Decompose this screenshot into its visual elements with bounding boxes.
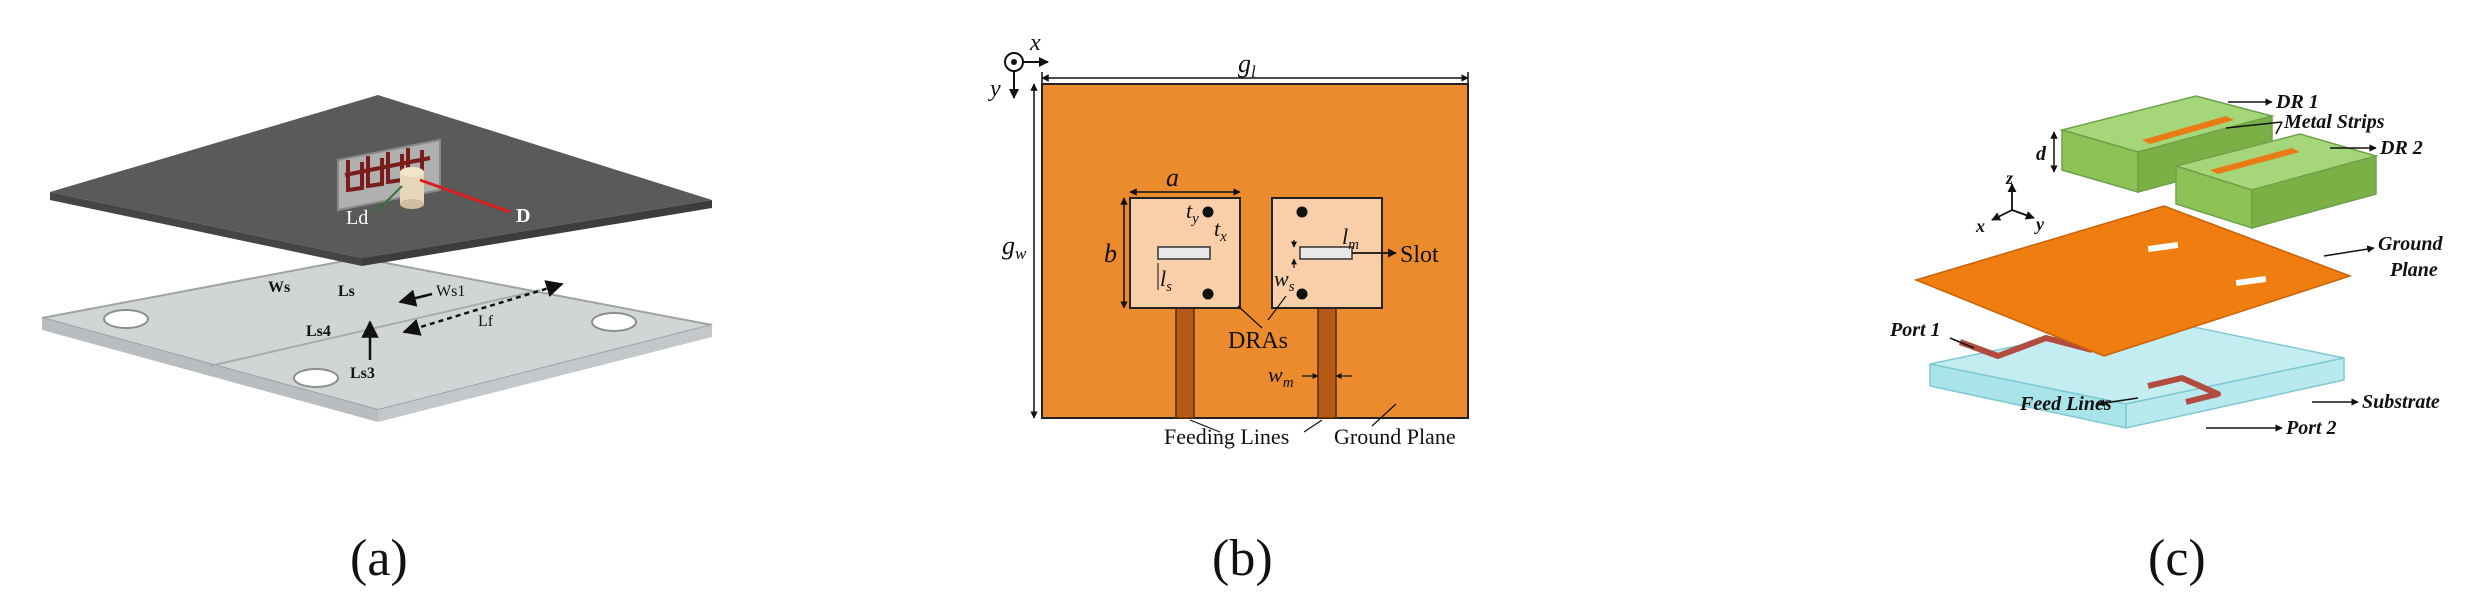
lower-plate: [41, 256, 713, 422]
label-axis-z: z: [2005, 168, 2013, 188]
label-gw: gw: [1002, 231, 1027, 263]
label-ground: Ground: [2378, 233, 2443, 255]
label-d-c: d: [2036, 143, 2047, 165]
label-lf: Lf: [478, 313, 494, 330]
hole-right: [591, 312, 637, 332]
label-dras: DRAs: [1228, 328, 1288, 354]
label-ground-plane: Ground Plane: [1334, 424, 1456, 449]
label-slot: Slot: [1400, 242, 1439, 268]
dr1-block: [2059, 95, 2275, 193]
hole-bottom: [293, 368, 339, 388]
label-metal-strips: Metal Strips: [2283, 111, 2385, 133]
label-feed-lines: Feed Lines: [2019, 393, 2112, 415]
feed-line-2: [2147, 375, 2221, 405]
caption-c: (c): [2148, 530, 2206, 587]
label-ls4: Ls4: [306, 323, 331, 340]
label-port1: Port 1: [1889, 319, 1941, 341]
label-b: b: [1104, 239, 1117, 268]
caption-a: (a): [350, 530, 408, 587]
panel-b: x y gl gw a b ty tx ls lm: [988, 30, 1469, 587]
label-plane: Plane: [2389, 259, 2438, 281]
lf-dimension: [402, 280, 564, 336]
label-a: a: [1166, 163, 1179, 192]
label-substrate: Substrate: [2362, 391, 2440, 413]
label-axis-x-c: x: [1975, 216, 1985, 236]
label-ls3: Ls3: [350, 365, 375, 382]
ground-slot-2: [2235, 275, 2267, 287]
label-ty: ty: [1186, 198, 1199, 227]
ld-leader-line: [375, 185, 403, 213]
label-axis-x: x: [1029, 30, 1041, 56]
label-ls-slot: ls: [1160, 266, 1172, 295]
metal-strip-1: [2142, 116, 2234, 144]
cylinder-probe: [400, 167, 424, 209]
panel-c: d z x y DR 1 Metal Strips DR 2 Ground Pl…: [1889, 91, 2443, 587]
label-d: D: [516, 205, 530, 227]
metal-strip-2: [2210, 148, 2300, 174]
label-ws1: Ws1: [436, 283, 465, 300]
feed-line-1: [1958, 335, 2093, 359]
feed-line-right: [1317, 295, 1337, 419]
panel-a: Ld D Ws Ls Ws1 Lf Ls4 Ls3 (a): [41, 95, 713, 587]
label-dr2: DR 2: [2379, 137, 2423, 159]
label-dr1: DR 1: [2275, 91, 2319, 113]
label-tx: tx: [1214, 216, 1227, 245]
label-ws-slot: ws: [1274, 266, 1295, 295]
meander-array: [337, 138, 441, 212]
caption-b: (b): [1212, 530, 1273, 587]
label-wm: wm: [1268, 362, 1294, 391]
label-axis-y-c: y: [2034, 214, 2045, 234]
label-lm: lm: [1342, 224, 1359, 253]
label-ws: Ws: [268, 279, 290, 296]
ground-plane: [1041, 83, 1469, 419]
label-ls: Ls: [338, 283, 355, 300]
slot-left: [1157, 246, 1211, 260]
hole-left: [103, 309, 149, 329]
label-gl: gl: [1238, 49, 1256, 81]
feed-line-left: [1175, 307, 1195, 419]
label-port2: Port 2: [2285, 417, 2337, 439]
label-ld: Ld: [346, 207, 368, 229]
ground-slot-1: [2147, 241, 2179, 253]
d-leader-line: [419, 178, 511, 214]
ground-plane-c: [1913, 205, 2353, 357]
label-axis-y: y: [988, 76, 1001, 102]
label-feeding-lines: Feeding Lines: [1164, 424, 1289, 449]
axes-icon: [1991, 183, 2035, 221]
dr2-block: [2173, 133, 2379, 230]
